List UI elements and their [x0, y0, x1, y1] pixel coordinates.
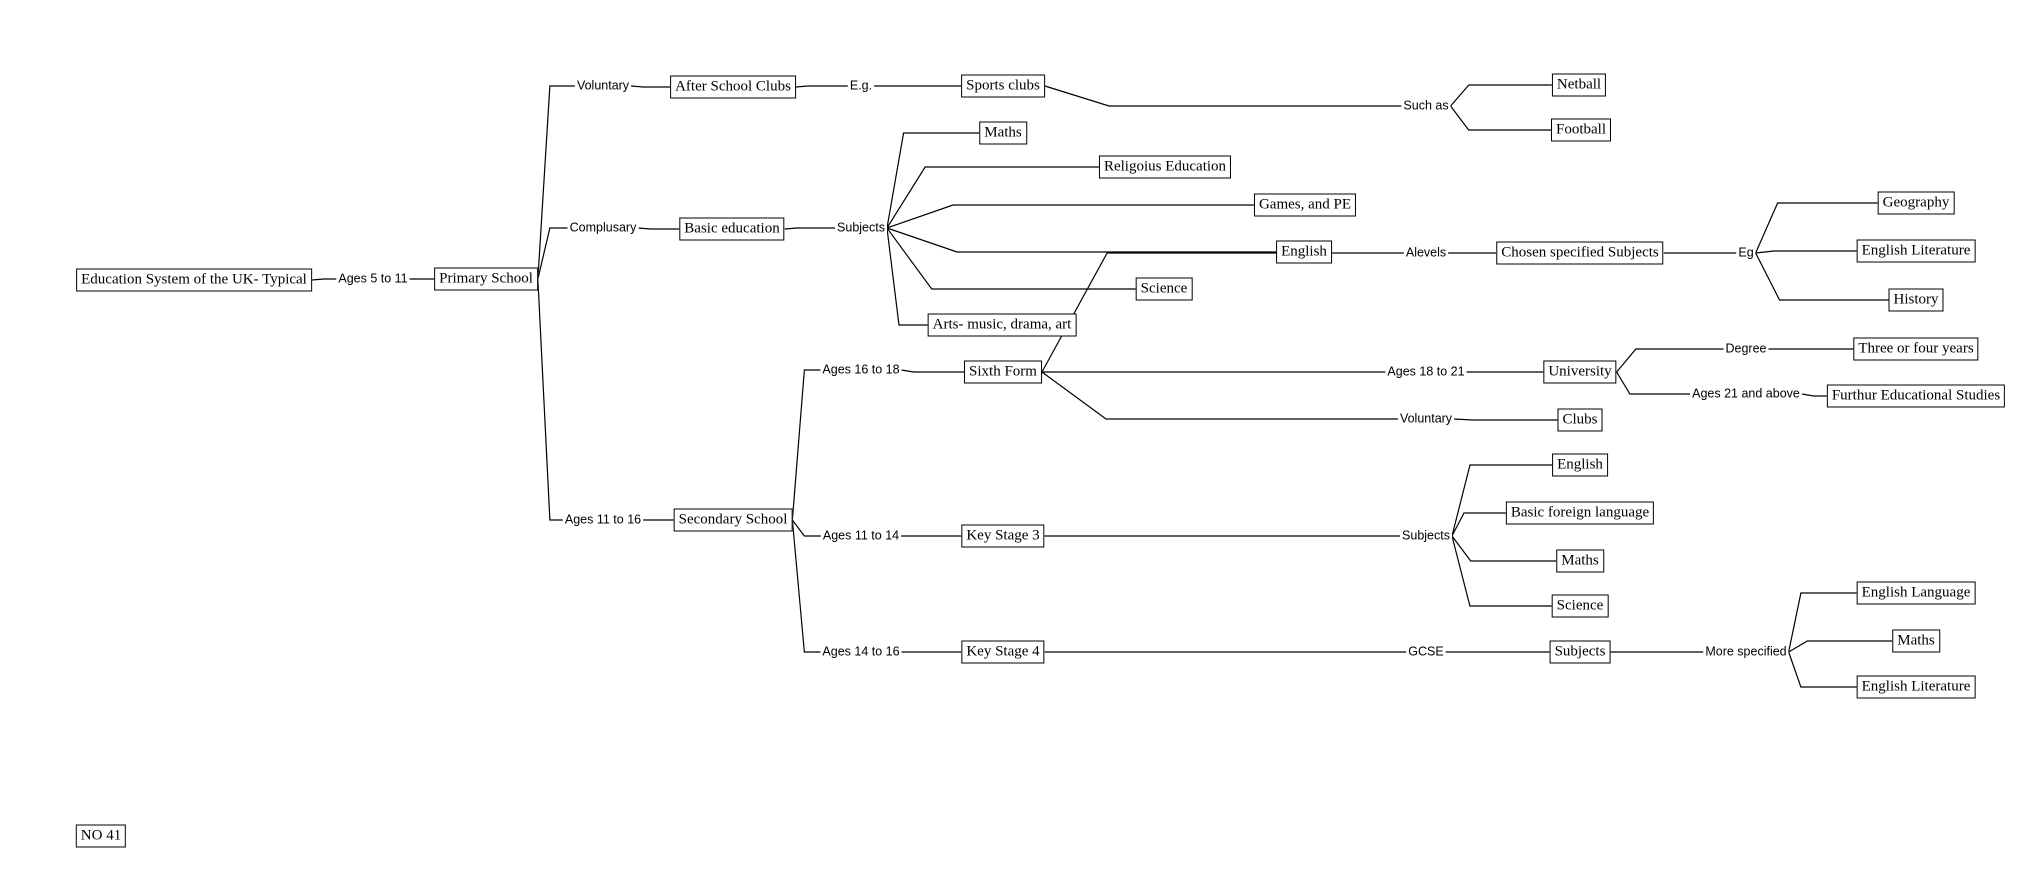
topic-basic: Basic education	[679, 217, 785, 241]
connector-primary-to-ages1116	[537, 278, 563, 521]
label-ages5: Ages 5 to 11	[336, 271, 410, 287]
topic-english1: English	[1276, 240, 1332, 264]
topic-chosen: Chosen specified Subjects	[1496, 241, 1664, 265]
label-ages1116: Ages 11 to 16	[562, 512, 644, 528]
label-suchas: Such as	[1401, 98, 1451, 114]
topic-maths1: Maths	[979, 121, 1027, 145]
connector-voluntary1-to-afterclubs	[631, 85, 671, 88]
topic-footer: NO 41	[75, 824, 127, 848]
label-morespec: More specified	[1703, 644, 1789, 660]
topic-maths3: Maths	[1892, 629, 1940, 653]
topic-football: Football	[1550, 118, 1612, 142]
connector-university-to-ages21	[1616, 371, 1691, 395]
connector-ages21-to-further	[1801, 393, 1827, 397]
connector-secondary-to-ages1416	[791, 519, 821, 653]
label-voluntary1: Voluntary	[574, 78, 632, 94]
connector-voluntary2-to-clubs	[1454, 418, 1558, 421]
connector-afterclubs-to-eg1	[795, 85, 848, 88]
topic-foreign: Basic foreign language	[1505, 501, 1655, 525]
connector-subjects1-to-games	[886, 204, 1254, 229]
topic-ks3: Key Stage 3	[961, 524, 1045, 548]
topic-netball: Netball	[1551, 73, 1607, 97]
connector-university-to-degree	[1616, 348, 1724, 373]
connector-sixth-to-voluntary2	[1041, 371, 1398, 420]
topic-english2: English	[1552, 453, 1608, 477]
connector-morespec-to-maths3	[1788, 640, 1893, 653]
topic-secondary: Secondary School	[673, 508, 793, 532]
connector-suchas-to-football	[1450, 105, 1551, 131]
label-ages1416: Ages 14 to 16	[820, 644, 902, 660]
label-ages1114: Ages 11 to 14	[820, 528, 902, 544]
label-voluntary2: Voluntary	[1397, 411, 1455, 427]
connector-morespec-to-englit2	[1788, 651, 1857, 688]
connector-subjects1-to-english1	[886, 227, 1277, 253]
topic-root: Education System of the UK- Typical	[76, 268, 312, 292]
topic-university: University	[1543, 360, 1617, 384]
connector-ages1618-to-sixth	[901, 369, 965, 373]
connector-subjects2-to-foreign	[1451, 512, 1506, 537]
label-compulsary: Complusary	[567, 220, 639, 236]
label-ages1618: Ages 16 to 18	[820, 362, 902, 378]
label-ages1821: Ages 18 to 21	[1385, 364, 1467, 380]
connector-secondary-to-ages1114	[791, 519, 821, 537]
connector-root-to-ages5	[311, 278, 337, 281]
topic-afterclubs: After School Clubs	[670, 75, 796, 99]
connector-basic-to-subjects1	[784, 227, 836, 230]
connector-suchas-to-netball	[1450, 84, 1552, 107]
connector-primary-to-voluntary1	[537, 85, 575, 280]
connector-subjects2-to-science2	[1451, 535, 1552, 607]
connector-subjects1-to-maths1	[886, 132, 980, 229]
topic-englang: English Language	[1856, 581, 1976, 605]
topic-ks4: Key Stage 4	[961, 640, 1045, 664]
topic-englit1: English Literature	[1856, 239, 1976, 263]
connector-compulsary-to-basic	[638, 227, 680, 230]
connector-eg2-to-geography	[1755, 202, 1878, 254]
topic-sixth: Sixth Form	[964, 360, 1042, 384]
topic-history: History	[1888, 288, 1944, 312]
label-eg1: E.g.	[847, 78, 875, 94]
label-subjects2: Subjects	[1400, 528, 1452, 544]
connector-subjects2-to-english2	[1451, 464, 1553, 537]
connector-morespec-to-englang	[1788, 592, 1857, 653]
topic-maths2: Maths	[1556, 549, 1604, 573]
connector-sports-to-suchas	[1044, 85, 1402, 107]
connector-subjects2-to-maths2	[1451, 535, 1557, 562]
connector-eg2-to-englit1	[1755, 250, 1857, 254]
label-alevels: Alevels	[1403, 245, 1449, 261]
label-degree: Degree	[1723, 341, 1769, 357]
connector-primary-to-compulsary	[537, 227, 568, 280]
topic-science2: Science	[1551, 594, 1609, 618]
label-ages21: Ages 21 and above	[1690, 386, 1802, 402]
connector-sixth-to-alevels	[1041, 252, 1404, 373]
connector-subjects1-to-religious	[886, 166, 1099, 229]
topic-englit2: English Literature	[1856, 675, 1976, 699]
topic-arts: Arts- music, drama, art	[927, 313, 1077, 337]
topic-subjects3: Subjects	[1549, 640, 1611, 664]
connector-eg2-to-history	[1755, 252, 1889, 301]
connector-subjects1-to-science1	[886, 227, 1136, 290]
topic-games: Games, and PE	[1253, 193, 1357, 217]
topic-clubs: Clubs	[1557, 408, 1603, 432]
label-gcse: GCSE	[1406, 644, 1446, 660]
label-eg2: Eg	[1736, 245, 1756, 261]
topic-sports: Sports clubs	[961, 74, 1045, 98]
topic-religious: Religoius Education	[1098, 155, 1232, 179]
topic-threefour: Three or four years	[1853, 337, 1979, 361]
topic-primary: Primary School	[434, 267, 538, 291]
topic-science1: Science	[1135, 277, 1193, 301]
topic-geography: Geography	[1877, 191, 1955, 215]
connector-subjects1-to-arts	[886, 227, 928, 326]
connector-secondary-to-ages1618	[791, 369, 821, 521]
label-subjects1: Subjects	[835, 220, 887, 236]
topic-further: Furthur Educational Studies	[1826, 384, 2006, 408]
